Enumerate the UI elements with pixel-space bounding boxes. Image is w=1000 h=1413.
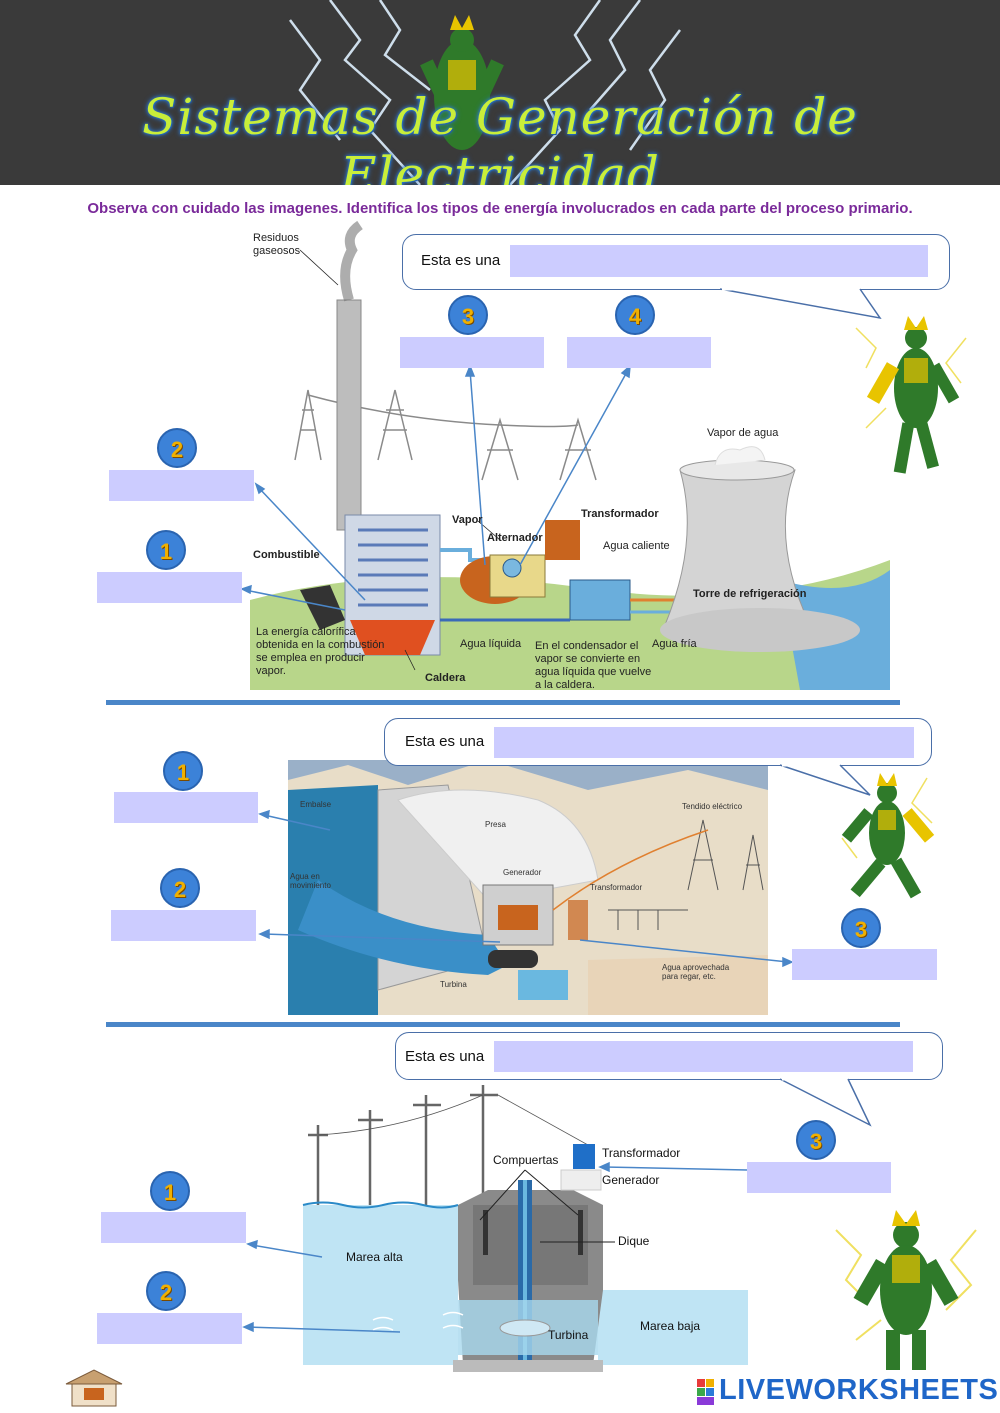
header-banner: Sistemas de Generación de Electricidad	[0, 0, 1000, 185]
answer-type-3[interactable]	[494, 1041, 913, 1072]
page-title: Sistemas de Generación de Electricidad	[142, 88, 858, 185]
label-marea-baja: Marea baja	[640, 1319, 701, 1333]
label-agua-liquida: Agua líquida	[460, 638, 522, 650]
label-agua-aprovechada: Agua aprovechada para regar, etc.	[662, 963, 730, 981]
number-badge-3-2: 2	[146, 1271, 186, 1311]
hero-illustration-3	[835, 1210, 977, 1370]
label-caldera: Caldera	[425, 672, 466, 684]
label-transformador-3: Transformador	[602, 1146, 681, 1160]
answer-type-2[interactable]	[494, 727, 914, 758]
label-agua-fria: Agua fría	[652, 638, 697, 650]
instructions-text: Observa con cuidado las imagenes. Identi…	[87, 200, 913, 217]
answer-1-4[interactable]	[567, 337, 711, 368]
label-presa: Presa	[485, 820, 506, 829]
label-condensador: En el condensador el vapor se convierte …	[535, 640, 652, 691]
liveworksheets-logo-icon	[697, 1379, 715, 1405]
number-badge-2-3: 3	[841, 908, 881, 948]
tidal-plant-illustration	[302, 1085, 748, 1372]
bubble-prefix-3: Esta es una	[405, 1048, 485, 1065]
label-transformador-2: Transformador	[590, 883, 643, 892]
section-divider-2	[106, 1022, 900, 1027]
thermal-plant-illustration	[240, 220, 890, 690]
label-turbina-2: Turbina	[440, 980, 467, 989]
label-transformador-1: Transformador	[581, 508, 659, 520]
bubble-prefix-2: Esta es una	[405, 733, 485, 750]
lightning-background	[289, 0, 681, 185]
hero-figure	[420, 15, 504, 150]
answer-3-3[interactable]	[747, 1162, 891, 1193]
label-generador-3: Generador	[602, 1173, 660, 1187]
answer-2-2[interactable]	[111, 910, 256, 941]
hero-illustration-2	[841, 773, 935, 899]
label-generador-2: Generador	[503, 868, 542, 877]
label-agua-movimiento: Agua en movimiento	[290, 872, 331, 890]
answer-3-1[interactable]	[101, 1212, 246, 1243]
label-vapor: Vapor	[452, 514, 483, 526]
liveworksheets-brand: LIVEWORKSHEETS	[719, 1374, 999, 1406]
hero-illustration-1	[855, 316, 967, 474]
hydro-plant-illustration	[288, 760, 768, 1015]
label-torre: Torre de refrigeración	[693, 588, 807, 600]
bubble-tail-1	[719, 287, 882, 320]
bubble-prefix-1: Esta es una	[421, 252, 501, 269]
section-divider-1	[106, 700, 900, 705]
number-badge-3-3: 3	[796, 1120, 836, 1160]
answer-1-2[interactable]	[109, 470, 254, 501]
number-badge-3-1: 1	[150, 1171, 190, 1211]
number-badge-1-2: 2	[157, 428, 197, 468]
label-combustible: Combustible	[253, 549, 320, 561]
bubble-tail-2	[779, 763, 871, 796]
answer-2-1[interactable]	[114, 792, 258, 823]
section2-arrows	[258, 809, 794, 968]
label-tendido: Tendido eléctrico	[682, 802, 743, 811]
answer-1-1[interactable]	[97, 572, 242, 603]
bubble-tail-3	[779, 1077, 872, 1127]
label-energia: La energía calorífica obtenida en la com…	[256, 626, 385, 677]
answer-type-1[interactable]	[510, 245, 928, 277]
label-vapor-agua: Vapor de agua	[707, 427, 779, 439]
number-badge-1-3: 3	[448, 295, 488, 335]
label-turbina-3: Turbina	[548, 1328, 589, 1342]
number-badge-1-4: 4	[615, 295, 655, 335]
label-alternador: Alternador	[487, 532, 543, 544]
label-agua-caliente: Agua caliente	[603, 540, 670, 552]
label-residuos: Residuos gaseosos	[253, 232, 301, 257]
label-dique: Dique	[618, 1234, 650, 1248]
number-badge-2-1: 1	[163, 751, 203, 791]
school-logo-icon	[65, 1369, 123, 1407]
answer-3-2[interactable]	[97, 1313, 242, 1344]
answer-1-3[interactable]	[400, 337, 544, 368]
number-badge-1-1: 1	[146, 530, 186, 570]
number-badge-2-2: 2	[160, 868, 200, 908]
label-embalse: Embalse	[300, 800, 332, 809]
answer-2-3[interactable]	[792, 949, 937, 980]
label-compuertas: Compuertas	[493, 1153, 559, 1167]
label-marea-alta: Marea alta	[346, 1250, 403, 1264]
